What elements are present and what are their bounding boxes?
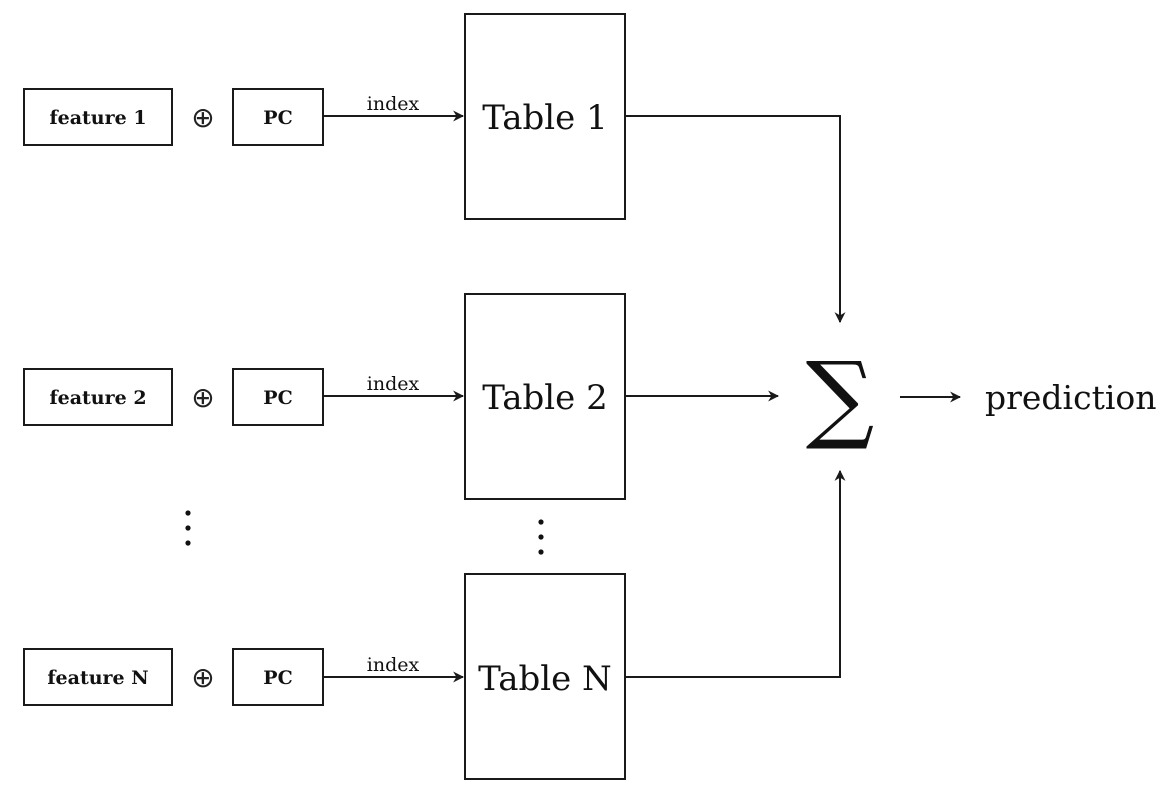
pc-1-label: PC	[263, 107, 292, 129]
table-n-to-sum-arrow	[625, 469, 846, 678]
table-2-label: Table 2	[482, 378, 608, 418]
index-label-1: index	[367, 93, 420, 115]
feature-2-box	[23, 368, 173, 426]
table-n-box	[464, 573, 626, 780]
table-1-label: Table 1	[482, 98, 608, 138]
table-1-to-sum-arrow	[625, 115, 846, 324]
vertical-ellipsis-tables	[538, 519, 544, 555]
pc-2-label: PC	[263, 387, 292, 409]
combine-symbol-2: ⊕	[191, 381, 214, 414]
row-1: feature 1 ⊕ PC index Table 1	[23, 13, 846, 324]
sum-symbol: ∑	[806, 341, 875, 453]
prediction-label: prediction	[985, 378, 1157, 417]
pc-n-label: PC	[263, 667, 292, 689]
row-n: feature N ⊕ PC index Table N	[23, 469, 846, 780]
vertical-ellipsis-features	[185, 510, 191, 546]
feature-2-label: feature 2	[49, 387, 146, 409]
pc-n-box	[232, 648, 324, 706]
table-1-box	[464, 13, 626, 220]
feature-1-box	[23, 88, 173, 146]
row-2: feature 2 ⊕ PC index Table 2	[23, 293, 780, 500]
index-label-2: index	[367, 373, 420, 395]
table-2-box	[464, 293, 626, 500]
pc-1-box	[232, 88, 324, 146]
feature-n-box	[23, 648, 173, 706]
table-n-label: Table N	[478, 659, 612, 699]
feature-n-label: feature N	[47, 667, 148, 689]
combine-symbol-1: ⊕	[191, 101, 214, 134]
index-label-n: index	[367, 654, 420, 676]
feature-1-label: feature 1	[49, 107, 146, 129]
combine-symbol-n: ⊕	[191, 661, 214, 694]
